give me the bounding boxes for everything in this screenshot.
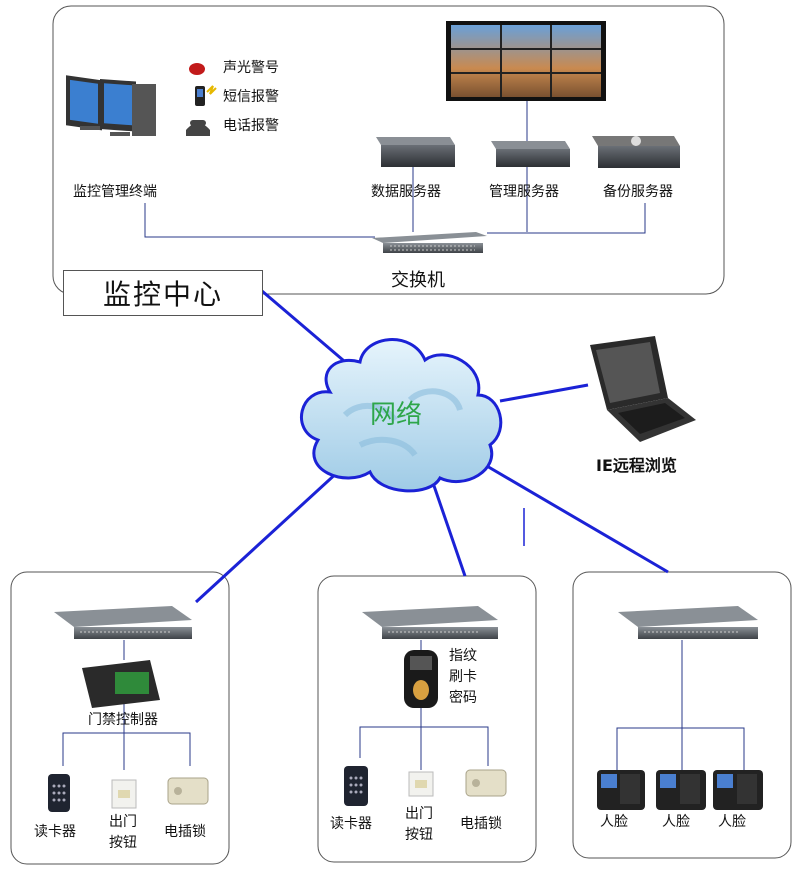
electric-lock-icon-1: [167, 777, 209, 805]
reader-mode-fingerprint: 指纹: [449, 648, 477, 664]
face-label-1: 人脸: [600, 814, 628, 830]
fingerprint-reader-icon: [404, 650, 438, 708]
backup-server-label: 备份服务器: [603, 184, 673, 200]
siren-alarm-label: 声光警号: [223, 60, 279, 76]
management-server-label: 管理服务器: [489, 184, 559, 200]
remote-browse-label: IE远程浏览: [596, 456, 677, 475]
video-wall-icon: [446, 21, 606, 101]
site3-lines: [616, 640, 745, 770]
face-terminal-icon-3: [713, 770, 763, 810]
card-reader-icon-2: [344, 766, 368, 806]
data-server-icon: [376, 137, 455, 167]
exit-label-2: 出门: [405, 806, 433, 822]
electric-lock-label-1: 电插锁: [164, 824, 206, 840]
workstation-icon: [66, 75, 156, 136]
network-cloud: [300, 338, 503, 493]
monitoring-center-title: 监控中心: [63, 270, 263, 316]
exit-button-icon-1: [111, 779, 137, 809]
button-label-2: 按钮: [405, 827, 433, 843]
terminal-label: 监控管理终端: [73, 184, 157, 200]
sms-phone-icon: [195, 85, 217, 106]
card-reader-icon-1: [48, 774, 70, 812]
core-switch-icon: [372, 232, 487, 253]
site1-lines: [62, 640, 191, 770]
network-label: 网络: [370, 400, 423, 430]
sms-alarm-label: 短信报警: [223, 89, 279, 105]
phone-alarm-label: 电话报警: [223, 118, 279, 134]
card-reader-label-1: 读卡器: [34, 824, 76, 840]
electric-lock-label-2: 电插锁: [460, 816, 502, 832]
access-controller-icon: [82, 660, 160, 708]
management-server-icon: [491, 141, 570, 167]
reader-mode-password: 密码: [449, 690, 477, 706]
laptop-icon: [590, 336, 696, 442]
electric-lock-icon-2: [465, 769, 507, 797]
network-links: [194, 289, 669, 604]
exit-label-1: 出门: [109, 814, 137, 830]
face-label-2: 人脸: [662, 814, 690, 830]
button-label-1: 按钮: [109, 835, 137, 851]
face-terminal-icon-2: [656, 770, 706, 810]
face-label-3: 人脸: [718, 814, 746, 830]
card-reader-label-2: 读卡器: [330, 816, 372, 832]
telephone-icon: [186, 120, 210, 136]
backup-server-icon: [592, 136, 680, 168]
reader-mode-card: 刷卡: [449, 669, 477, 685]
access-controller-label: 门禁控制器: [88, 712, 158, 728]
data-server-label: 数据服务器: [371, 184, 441, 200]
site-switch-icon-1: [54, 606, 192, 639]
site-switch-icon-3: [618, 606, 758, 639]
face-terminal-icon-1: [597, 770, 645, 810]
exit-button-icon-2: [408, 771, 434, 797]
switch-label: 交换机: [391, 270, 445, 291]
site-switch-icon-2: [362, 606, 498, 639]
siren-icon: [189, 63, 205, 75]
